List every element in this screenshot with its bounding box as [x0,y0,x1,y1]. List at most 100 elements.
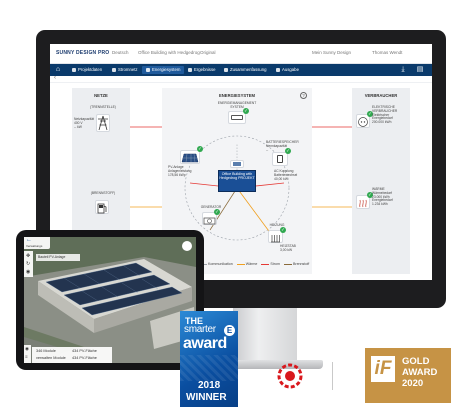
pv-area-1: 434 PV-Fläche [72,349,97,353]
generator-label: GENERATOR [200,205,222,209]
generator-card[interactable] [202,212,217,225]
tab-icon [112,67,116,72]
generator-check-icon: ✓ [214,209,220,215]
layers-icon[interactable]: ≡ [25,354,28,359]
project-select[interactable]: Office Building with Hedgedrog [138,50,200,55]
tablet-toolbar: ✥ ↻ ◉ [24,251,33,277]
tab-icon [224,67,228,72]
app-topbar: SUNNY DESIGN PRO Deutsch Office Building… [50,44,432,64]
heat-consumer-label: WÄRME Wärmebedarf 23.000 kWh Energiebeda… [372,187,393,207]
ems-label: ENERGIEMANAGEMENT SYSTEM [217,101,257,109]
subbar: ‹ [50,75,432,83]
pv-label: PV-Anlage Anlagenleistung 178,56 kWp [168,165,192,177]
if-year: 2020 [402,378,424,389]
generator-icon [203,217,216,225]
back-label: Verwaltungs [26,244,43,248]
tab-ergebnisse[interactable]: Ergebnisse [184,66,220,74]
award-winner: WINNER [186,392,227,403]
award-year: 2018 [198,380,221,391]
netze-title: NETZE [94,93,108,98]
legend-line-waerme [236,263,245,265]
app-navbar: ⌂ Projektdaten Stromnetz Energiesystem E… [50,64,432,76]
verbraucher-panel: VERBRAUCHER ✓ ELEKTRISCHE VERBRAUCHER El… [352,88,410,274]
pv-area-2: 434 PV-Fläche [72,356,97,360]
socket-icon [358,117,368,127]
tablet-back-panel[interactable]: ← Verwaltungs [24,237,50,249]
ac-coupling-label: AC Kopplung Batteriewechsel 40,00 kW [274,169,298,181]
tablet-side-tools: ◉ ≡ [24,345,31,363]
home-icon[interactable]: ⌂ [55,66,61,73]
tab-stromnetz[interactable]: Stromnetz [108,66,142,74]
building-icon [233,162,241,166]
verbraucher-title: VERBRAUCHER [364,93,398,98]
pv-card[interactable] [180,150,200,164]
award-divider [332,362,333,390]
legend-line-strom [261,263,270,265]
if-award: AWARD [402,367,438,378]
ems-device-icon [231,115,243,120]
tab-zusammenfassung[interactable]: Zusammenfassung [220,66,271,74]
heizung-card[interactable] [268,230,283,243]
netzkapazitaet-label: Netzkapazität 400 V -- kW [74,117,94,129]
variant-select[interactable]: Original [200,50,216,55]
smarter-e-award-badge: THE smarter E award 2018 WINNER [180,311,238,407]
help-icon[interactable]: ? [300,92,307,99]
user-menu[interactable]: Thomas Wendt [372,50,403,55]
area-label-tag: Bauteil PV-Anlage [36,254,80,261]
building-card [230,160,244,168]
print-icon[interactable]: ▤ [416,66,424,73]
battery-check-icon: ✓ [285,148,291,154]
award-the: THE [185,316,203,326]
ems-card[interactable] [228,111,246,124]
language-select[interactable]: Deutsch [112,50,129,55]
fuel-pump-icon [97,203,107,214]
pv-check-icon: ✓ [197,146,203,152]
heizung-label: HEIZUNG [269,223,285,227]
electric-consumer-card[interactable] [356,114,370,128]
chevron-left-icon[interactable]: ‹ [54,75,56,81]
legend-line-brennstoff [283,263,292,265]
monitor-stand-base [208,360,323,369]
tab-ausgabe[interactable]: Ausgabe [272,66,303,74]
award-pattern [180,355,238,381]
tab-projektdaten[interactable]: Projektdaten [68,66,106,74]
tab-icon [276,67,280,72]
eye-icon[interactable]: ◉ [26,269,31,275]
e-logo-icon: E [224,325,235,336]
energiesystem-title: ENERGIESYSTEM [218,93,256,98]
compass-icon[interactable] [182,241,192,251]
red-dot-logo [270,362,310,390]
monitor-stand-neck [233,308,297,364]
monitor-screen: SUNNY DESIGN PRO Deutsch Office Building… [50,44,432,280]
rotate-icon[interactable]: ↻ [26,261,31,267]
solar-panel-icon [181,153,199,163]
heat-waves-icon [359,199,367,208]
if-logo: iF [371,356,395,382]
tab-icon [146,67,150,72]
panel-connections [130,126,352,208]
back-arrow-icon[interactable]: ← [26,237,32,243]
tab-energiesystem[interactable]: Energiesystem [142,66,185,74]
fuel-card[interactable] [95,200,109,214]
battery-card[interactable] [272,152,288,166]
battery-label: BATTERIESPEICHER Nennkapazität -- [266,140,299,152]
manage-modules-label[interactable]: verwalten Module [36,356,66,360]
project-hub[interactable]: Office Building with Hedgedrog PROJEKT [218,170,256,192]
grid-tower-card[interactable] [96,114,110,132]
heat-consumer-check-icon: ✓ [367,192,373,198]
tab-icon [188,67,192,72]
heat-consumer-card[interactable] [356,195,370,209]
heizstab-label: HEIZSTAB 3,00 kW [280,244,296,252]
red-dot-icon [277,363,303,389]
if-gold: GOLD [402,356,430,367]
heater-icon [271,235,280,243]
modules-count: 346 Module [36,349,56,353]
visibility-icon[interactable]: ◉ [25,346,29,351]
trennstelle-label: (TRENNSTELLE) [90,105,116,109]
battery-icon [277,155,283,163]
my-design-link[interactable]: Mein Sunny Design [312,50,352,55]
electric-consumer-check-icon: ✓ [367,111,373,117]
tablet-info-panel: 346 Module 434 PV-Fläche verwalten Modul… [32,347,112,363]
save-icon[interactable]: ⤓ [401,66,405,73]
move-icon[interactable]: ✥ [26,253,31,259]
